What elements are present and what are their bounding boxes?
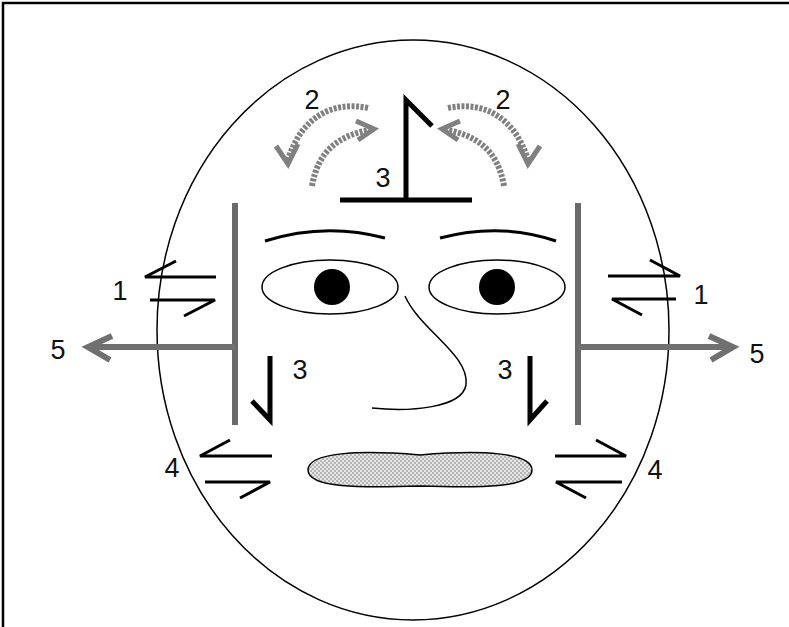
callout-number: 2 [495,87,510,114]
callout-number: 1 [112,278,127,305]
callout-number: 5 [50,337,65,364]
callout-number: 2 [304,87,319,114]
callout-number: 1 [693,282,708,309]
callout-number: 4 [164,455,179,482]
callout-number: 5 [749,341,764,368]
callout-number: 4 [647,457,662,484]
callout-number: 3 [375,165,390,192]
callout-number: 3 [292,357,307,384]
callout-number: 3 [497,357,512,384]
